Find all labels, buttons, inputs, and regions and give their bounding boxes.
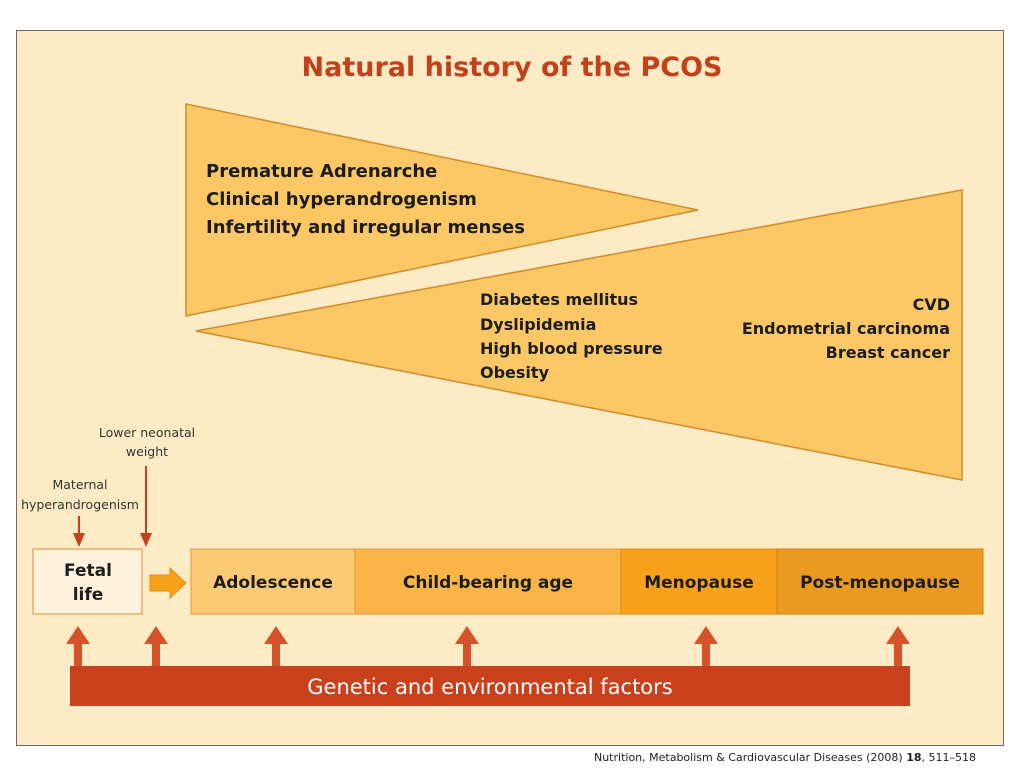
lower-item-dyslipidemia: Dyslipidemia [480,315,596,334]
lower-item-cvd: CVD [913,295,950,314]
citation-journal: Nutrition, Metabolism & Cardiovascular D… [593,751,907,764]
arrow-up-neonatal [144,626,168,667]
arrow-up-post-menopause [886,626,910,667]
upper-triangle [185,103,699,317]
citation-pages: , 511–518 [921,751,976,764]
upper-item-infertility: Infertility and irregular menses [206,217,525,238]
lower-item-diabetes: Diabetes mellitus [480,290,638,309]
arrow-down-maternal [73,516,85,547]
arrow-right-icon [149,566,187,600]
arrow-up-menopause [694,626,718,667]
annotation-maternal-hyperandrogenism-line2: hyperandrogenism [21,497,139,512]
lower-item-breast-cancer: Breast cancer [826,343,950,362]
stage-menopause-box [620,548,778,615]
diagram-title: Natural history of the PCOS [302,52,723,83]
annotation-lower-neonatal-weight-line2: weight [126,444,168,459]
stage-child-bearing-age-box [354,548,622,615]
stage-post-menopause: Post-menopause [800,573,960,593]
lower-triangle [195,189,963,481]
stage-fetal-life-box [32,548,143,615]
annotation-maternal-hyperandrogenism-line1: Maternal [52,477,107,492]
stage-fetal-life-line1: Fetal [64,561,112,581]
arrow-down-neonatal-weight [140,466,152,547]
stage-post-menopause-box [776,548,984,615]
lower-item-endometrial-carcinoma: Endometrial carcinoma [742,319,950,338]
banner-label: Genetic and environmental factors [307,675,672,699]
lower-item-high-blood-pressure: High blood pressure [480,339,663,358]
annotation-lower-neonatal-weight-line1: Lower neonatal [99,425,195,440]
arrow-up-child-bearing [455,626,479,667]
stage-adolescence: Adolescence [213,573,333,593]
citation-volume: 18 [906,751,922,764]
stage-child-bearing-age: Child-bearing age [403,573,573,593]
stage-fetal-life-line2: life [73,585,104,605]
arrow-up-adolescence [264,626,288,667]
upper-item-premature-adrenarche: Premature Adrenarche [206,161,437,182]
upper-item-clinical-hyperandrogenism: Clinical hyperandrogenism [206,189,477,210]
arrow-up-fetal [66,626,90,667]
genetic-environmental-banner [70,666,910,706]
stage-menopause: Menopause [644,573,754,593]
lower-item-obesity: Obesity [480,363,550,382]
citation: Nutrition, Metabolism & Cardiovascular D… [594,751,976,764]
